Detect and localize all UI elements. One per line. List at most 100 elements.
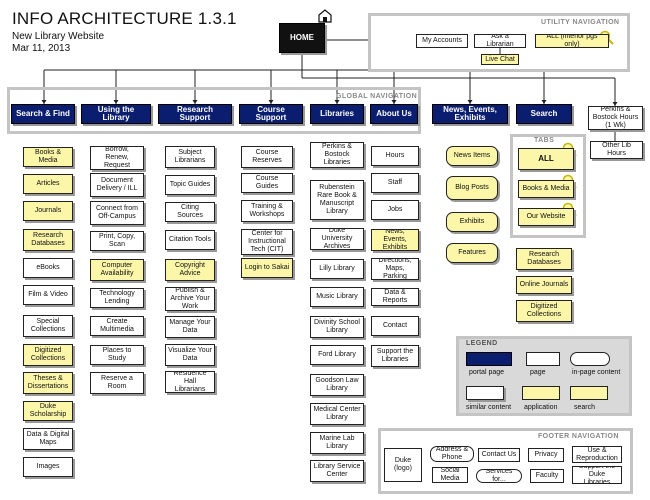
legend-inpage-label: in-page content (572, 369, 621, 376)
course-support-item-3[interactable]: Center for Instructional Tech (CIT) (241, 229, 293, 255)
footer-support-duke-libraries[interactable]: Support the Duke Libraries (572, 466, 622, 484)
search-find-item-7[interactable]: Digitized Collections (23, 344, 73, 366)
footer-address-phone[interactable]: Address & Phone (430, 446, 474, 462)
utility-ask-librarian[interactable]: Ask a Librarian (474, 34, 526, 48)
search-find-item-4[interactable]: eBooks (23, 258, 73, 278)
about-us-item-6[interactable]: Contact (371, 316, 419, 336)
libraries-item-0[interactable]: Perkins & Bostock Libraries (310, 142, 364, 168)
connector-arrow (192, 100, 198, 104)
news-item-2[interactable]: Exhibits (446, 212, 498, 232)
libraries-item-5[interactable]: Divinity School Library (310, 316, 364, 338)
search-find-item-3[interactable]: Research Databases (23, 229, 73, 251)
page-date: Mar 11, 2013 (12, 43, 71, 54)
about-us-item-3[interactable]: News, Events, Exhibits (371, 229, 419, 251)
utility-all-search[interactable]: ALL (interior pgs only) (535, 34, 609, 48)
tabs-label: TABS (534, 137, 555, 144)
footer-duke-logo[interactable]: Duke (logo) (384, 448, 422, 482)
about-us-item-2[interactable]: Jobs (371, 200, 419, 220)
libraries-item-9[interactable]: Marine Lab Library (310, 432, 364, 454)
search-more-item-1[interactable]: Online Journals (516, 276, 572, 294)
search-find-item-10[interactable]: Data & Digital Maps (23, 428, 73, 450)
using-library-item-2[interactable]: Connect from Off-Campus (90, 201, 144, 225)
footer-navigation-panel (378, 428, 633, 494)
news-item-1[interactable]: Blog Posts (446, 176, 498, 200)
using-library-item-5[interactable]: Technology Lending (90, 288, 144, 308)
portal-using-library[interactable]: Using the Library (81, 104, 151, 124)
portal-search[interactable]: Search (516, 104, 572, 124)
portal-news-events-exhibits[interactable]: News, Events, Exhibits (432, 104, 508, 124)
about-us-item-1[interactable]: Staff (371, 173, 419, 193)
libraries-item-2[interactable]: Duke University Archives (310, 228, 364, 250)
research-support-item-1[interactable]: Topic Guides (165, 175, 215, 195)
libraries-item-7[interactable]: Goodson Law Library (310, 374, 364, 396)
course-support-item-0[interactable]: Course Reserves (241, 146, 293, 168)
legend-label: LEGEND (466, 340, 498, 347)
libraries-item-6[interactable]: Ford Library (310, 345, 364, 365)
legend-page-label: page (530, 369, 546, 376)
search-find-item-9[interactable]: Duke Scholarship (23, 401, 73, 421)
portal-search-find[interactable]: Search & Find (11, 104, 75, 124)
using-library-item-1[interactable]: Document Delivery / ILL (90, 173, 144, 197)
connector-arrow (391, 100, 397, 104)
using-library-item-7[interactable]: Places to Study (90, 345, 144, 365)
libraries-item-10[interactable]: Library Service Center (310, 460, 364, 482)
search-more-item-2[interactable]: Digitized Collections (516, 300, 572, 322)
legend-page-swatch (526, 352, 560, 366)
research-support-item-6[interactable]: Manage Your Data (165, 316, 215, 338)
footer-faculty[interactable]: Faculty (530, 469, 564, 483)
connector-arrow (41, 100, 47, 104)
using-library-item-0[interactable]: Borrow, Renew, Request (90, 146, 144, 170)
course-support-item-4[interactable]: Login to Sakai (241, 258, 293, 278)
portal-libraries[interactable]: Libraries (310, 104, 364, 124)
news-item-3[interactable]: Features (446, 243, 498, 263)
search-find-item-5[interactable]: Film & Video (23, 285, 73, 305)
search-find-item-1[interactable]: Articles (23, 174, 73, 194)
about-us-item-7[interactable]: Support the Libraries (371, 345, 419, 367)
tab-our-website[interactable]: Our Website (518, 208, 574, 226)
tab-all[interactable]: ALL (518, 148, 574, 170)
using-library-item-6[interactable]: Create Multimedia (90, 316, 144, 336)
tab-books-media[interactable]: Books & Media (518, 180, 574, 198)
home-portal[interactable]: HOME (279, 23, 325, 53)
libraries-item-1[interactable]: Rubenstein Rare Book & Manuscript Librar… (310, 180, 364, 220)
search-find-item-6[interactable]: Special Collections (23, 315, 73, 337)
research-support-item-0[interactable]: Subject Librarians (165, 146, 215, 168)
footer-privacy[interactable]: Privacy (528, 448, 564, 462)
search-find-item-8[interactable]: Theses & Dissertations (23, 372, 73, 394)
legend-similar-swatch (466, 386, 504, 400)
course-support-item-2[interactable]: Training & Workshops (241, 200, 293, 222)
footer-social-media[interactable]: Social Media (432, 467, 468, 483)
portal-about-us[interactable]: About Us (370, 104, 418, 124)
utility-my-accounts[interactable]: My Accounts (416, 34, 468, 48)
portal-research-support[interactable]: Research Support (158, 104, 232, 124)
perkins-bostock-hours[interactable]: Perkins & Bostock Hours (1 Wk) (588, 106, 643, 130)
using-library-item-3[interactable]: Print, Copy, Scan (90, 231, 144, 251)
search-more-item-0[interactable]: Research Databases (516, 248, 572, 270)
news-item-0[interactable]: News Items (446, 146, 498, 166)
footer-contact-us[interactable]: Contact Us (478, 448, 520, 462)
portal-course-support[interactable]: Course Support (239, 104, 303, 124)
libraries-item-8[interactable]: Medical Center Library (310, 403, 364, 425)
libraries-item-4[interactable]: Music Library (310, 287, 364, 307)
connector-arrow (334, 100, 340, 104)
search-find-item-0[interactable]: Books & Media (23, 147, 73, 167)
research-support-item-7[interactable]: Visualize Your Data (165, 344, 215, 366)
about-us-item-5[interactable]: Data & Reports (371, 288, 419, 306)
research-support-item-8[interactable]: Residence Hall Librarians (165, 371, 215, 393)
research-support-item-3[interactable]: Citation Tools (165, 230, 215, 250)
search-find-item-11[interactable]: Images (23, 457, 73, 477)
research-support-item-5[interactable]: Publish & Archive Your Work (165, 287, 215, 311)
footer-use-reproduction[interactable]: Use & Reproduction (572, 446, 622, 463)
footer-services-for[interactable]: Services for... (476, 469, 522, 483)
using-library-item-8[interactable]: Reserve a Room (90, 372, 144, 394)
utility-live-chat[interactable]: Live Chat (481, 54, 519, 65)
about-us-item-4[interactable]: Directions, Maps, Parking (371, 258, 419, 280)
libraries-item-3[interactable]: Lilly Library (310, 259, 364, 279)
research-support-item-2[interactable]: Citing Sources (165, 202, 215, 222)
using-library-item-4[interactable]: Computer Availability (90, 259, 144, 281)
other-lib-hours[interactable]: Other Lib Hours (590, 141, 643, 159)
research-support-item-4[interactable]: Copyright Advice (165, 259, 215, 281)
search-find-item-2[interactable]: Journals (23, 201, 73, 221)
course-support-item-1[interactable]: Course Guides (241, 173, 293, 193)
about-us-item-0[interactable]: Hours (371, 146, 419, 166)
